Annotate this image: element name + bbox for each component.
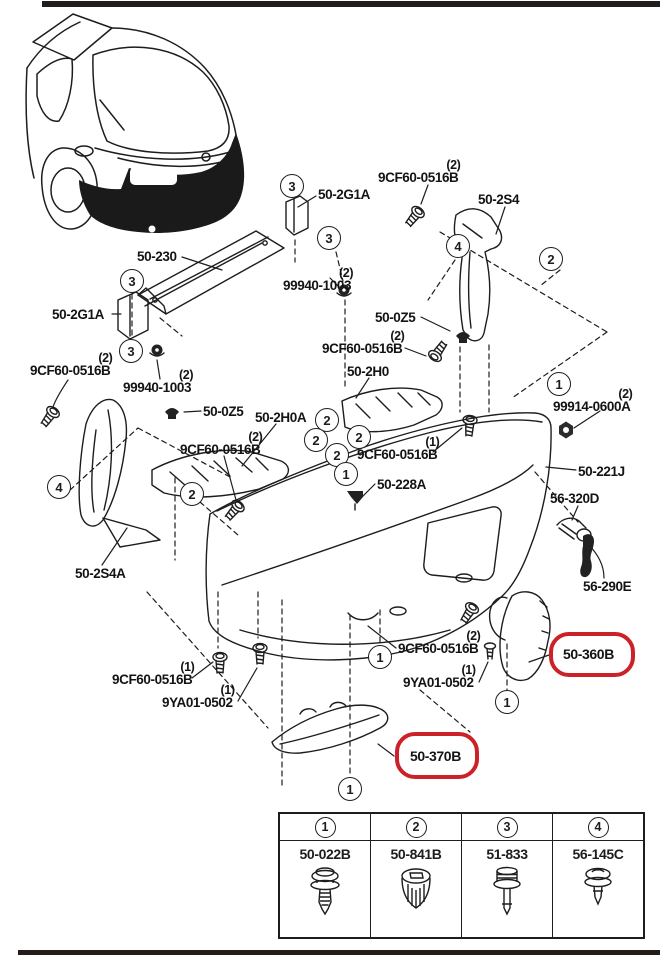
fastener-legend-table: 1 50-022B 2 50-841B 3 51-833 bbox=[278, 812, 645, 939]
bracket-50-2S4 bbox=[454, 209, 501, 341]
callout-circle-3: 3 bbox=[280, 174, 304, 198]
callout-circle-1: 1 bbox=[334, 462, 358, 486]
clip-50-0Z5 bbox=[455, 331, 471, 344]
part-label-50-2H0A: 50-2H0A bbox=[255, 410, 307, 425]
part-label-50-2S4A: 50-2S4A bbox=[75, 566, 126, 581]
legend-part-number: 50-022B bbox=[299, 846, 351, 862]
part-label-50-228A: 50-228A bbox=[377, 477, 426, 492]
screw bbox=[212, 651, 228, 674]
bracket-50-2G1A-top bbox=[286, 196, 308, 235]
quantity-note: (2) bbox=[466, 629, 481, 643]
legend-column-1: 1 50-022B bbox=[280, 814, 371, 937]
legend-part-number: 56-145C bbox=[572, 846, 624, 862]
part-label-99940-1003: 99940-1003(2) bbox=[283, 266, 354, 293]
legend-part-number: 50-841B bbox=[390, 846, 442, 862]
bracket-50-2S4A bbox=[79, 399, 160, 547]
screw bbox=[252, 642, 268, 665]
part-label-9CF60-0516B: 9CF60-0516B(2) bbox=[30, 351, 113, 378]
bumper-cover bbox=[206, 413, 551, 660]
part-label-99914-0600A: 99914-0600A(2) bbox=[553, 387, 633, 414]
quantity-note: (2) bbox=[618, 387, 633, 401]
side-deflector-50-360B bbox=[490, 592, 550, 681]
part-label-50-2H0: 50-2H0 bbox=[347, 364, 389, 379]
part-label-9YA01-0502: 9YA01-0502(1) bbox=[403, 663, 476, 690]
part-label-9CF60-0516B: 9CF60-0516B(2) bbox=[322, 329, 405, 356]
legend-column-4: 4 56-145C bbox=[553, 814, 643, 937]
quantity-note: (1) bbox=[461, 663, 476, 677]
nut-99914-0600A bbox=[558, 420, 574, 440]
screw bbox=[401, 203, 427, 230]
clip-50-0Z5 bbox=[164, 407, 180, 420]
part-label-56-320D: 56-320D bbox=[550, 491, 599, 506]
part-label-9CF60-0516B: 9CF60-0516B(2) bbox=[378, 158, 461, 185]
quantity-note: (1) bbox=[425, 435, 440, 449]
quantity-note: (2) bbox=[339, 266, 354, 280]
callout-circle-2: 2 bbox=[304, 428, 328, 452]
callout-circle-3: 3 bbox=[317, 226, 341, 250]
part-label-9CF60-0516B: 9CF60-0516B(2) bbox=[180, 430, 263, 457]
top-border-line bbox=[42, 1, 660, 7]
grommet-nut-icon bbox=[394, 864, 438, 920]
part-label-50-2S4: 50-2S4 bbox=[478, 192, 520, 207]
rail-50-2H0A bbox=[152, 450, 288, 497]
callout-circle-3: 3 bbox=[120, 269, 144, 293]
part-label-9CF60-0516B: 9CF60-0516B(1) bbox=[357, 435, 440, 462]
callout-circle-4: 4 bbox=[446, 234, 470, 258]
part-label-50-221J: 50-221J bbox=[578, 464, 625, 479]
legend-marker-1: 1 bbox=[314, 816, 336, 838]
quantity-note: (1) bbox=[180, 660, 195, 674]
push-rivet-icon bbox=[303, 864, 347, 920]
quantity-note: (2) bbox=[179, 368, 194, 382]
callout-circle-1: 1 bbox=[547, 372, 571, 396]
clip-50-228A bbox=[347, 491, 363, 510]
fastener-9YA01-0502 bbox=[483, 642, 497, 660]
part-label-9YA01-0502: 9YA01-0502(1) bbox=[162, 683, 235, 710]
callout-circle-2: 2 bbox=[347, 425, 371, 449]
legend-column-2: 2 50-841B bbox=[371, 814, 462, 937]
part-label-9CF60-0516B: 9CF60-0516B(2) bbox=[398, 629, 481, 656]
highlighted-part-label-50-370B: 50-370B bbox=[410, 748, 461, 764]
callout-circle-2: 2 bbox=[180, 482, 204, 506]
nut-99940-1003 bbox=[149, 343, 165, 357]
highlight-box-50-370B bbox=[395, 732, 479, 779]
callout-circle-2: 2 bbox=[539, 247, 563, 271]
screw bbox=[37, 403, 63, 430]
quantity-note: (2) bbox=[248, 430, 263, 444]
callout-circle-1: 1 bbox=[368, 645, 392, 669]
part-label-9CF60-0516B: 9CF60-0516B(1) bbox=[112, 660, 195, 687]
part-label-50-2G1A: 50-2G1A bbox=[52, 307, 104, 322]
part-label-99940-1003: 99940-1003(2) bbox=[123, 368, 194, 395]
callout-circle-3: 3 bbox=[119, 339, 143, 363]
quantity-note: (1) bbox=[220, 683, 235, 697]
part-label-50-2G1A: 50-2G1A bbox=[318, 187, 370, 202]
callout-circle-1: 1 bbox=[495, 690, 519, 714]
highlight-box-50-360B bbox=[549, 632, 635, 677]
quantity-note: (2) bbox=[446, 158, 461, 172]
legend-marker-4: 4 bbox=[587, 816, 609, 838]
callout-circle-4: 4 bbox=[47, 475, 71, 499]
part-label-56-290E: 56-290E bbox=[583, 579, 632, 594]
legend-marker-2: 2 bbox=[405, 816, 427, 838]
screw bbox=[425, 338, 451, 365]
highlighted-part-label-50-360B: 50-360B bbox=[563, 646, 614, 662]
callout-circle-1: 1 bbox=[338, 777, 362, 801]
retainer-56-290E bbox=[580, 534, 594, 578]
quantity-note: (2) bbox=[98, 351, 113, 365]
quantity-note: (2) bbox=[390, 329, 405, 343]
push-clip-icon bbox=[576, 864, 620, 920]
screw-rivet-icon bbox=[485, 864, 529, 920]
leader-lines bbox=[53, 185, 604, 756]
bottom-border-line bbox=[18, 950, 660, 955]
legend-column-3: 3 51-833 bbox=[462, 814, 553, 937]
legend-part-number: 51-833 bbox=[486, 846, 528, 862]
part-label-50-230: 50-230 bbox=[137, 249, 177, 264]
rail-50-2H0 bbox=[342, 388, 442, 432]
bumper-reinforcement-beam bbox=[138, 231, 284, 314]
part-label-50-0Z5: 50-0Z5 bbox=[375, 310, 416, 325]
legend-marker-3: 3 bbox=[496, 816, 518, 838]
part-label-50-0Z5: 50-0Z5 bbox=[203, 404, 244, 419]
vehicle-thumbnail bbox=[26, 14, 245, 233]
lower-deflector-50-370B bbox=[272, 702, 388, 753]
